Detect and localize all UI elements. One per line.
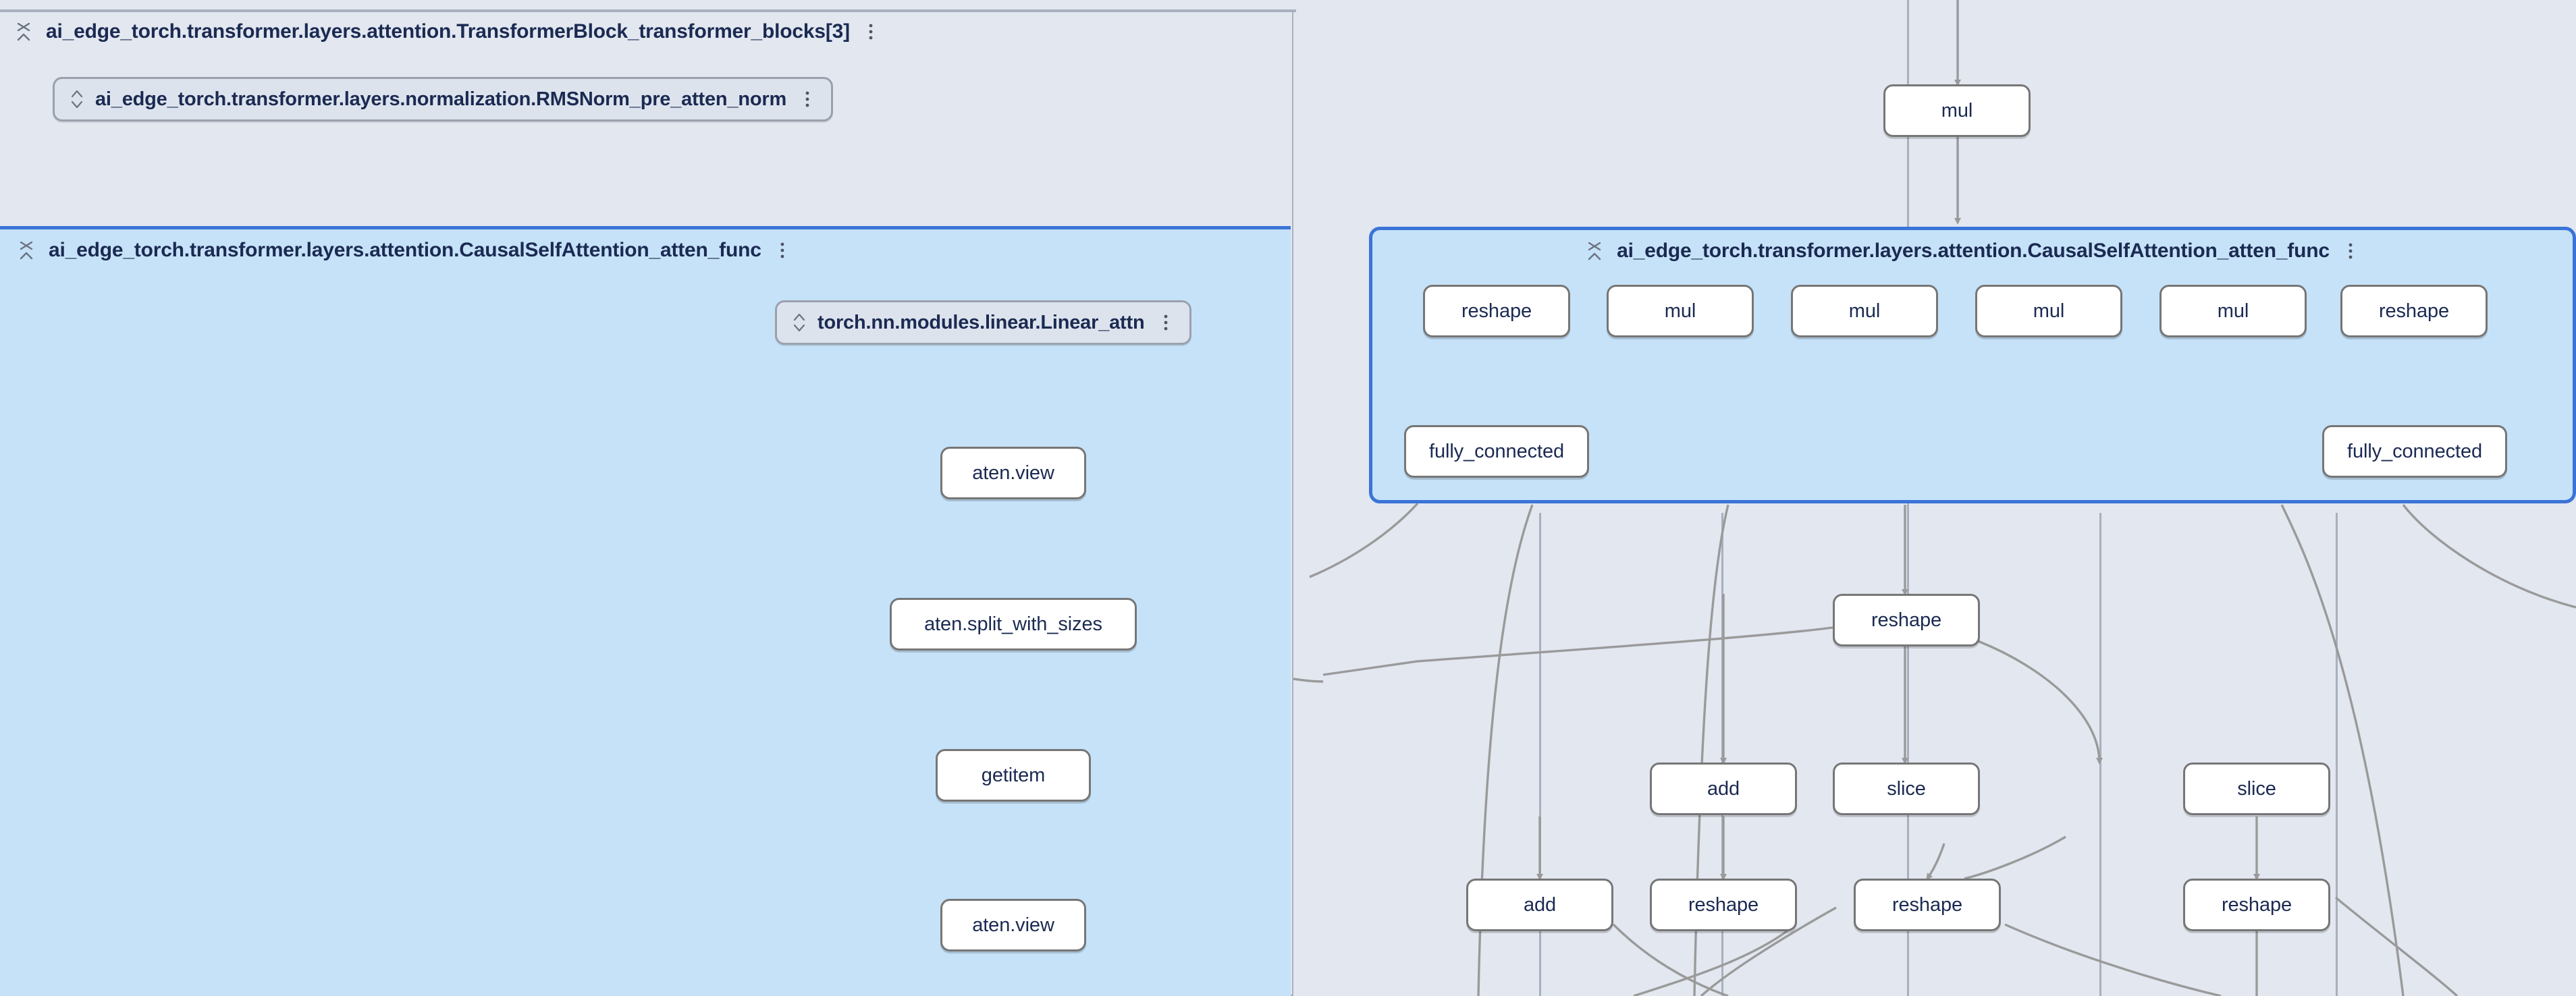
node-label: slice <box>1887 777 1926 800</box>
node-reshape-b3[interactable]: reshape <box>1854 879 2001 931</box>
node-mul-r3[interactable]: mul <box>1975 285 2122 337</box>
node-reshape-r2[interactable]: reshape <box>2340 285 2488 337</box>
group-causal-self-attention-right-header[interactable]: ai_edge_torch.transformer.layers.attenti… <box>1372 230 2573 272</box>
canvas-top-divider <box>0 9 1296 12</box>
pill-rmsnorm-label: ai_edge_torch.transformer.layers.normali… <box>95 88 787 110</box>
node-label: add <box>1707 777 1740 800</box>
node-label: reshape <box>1688 893 1759 916</box>
pill-linear-attn[interactable]: torch.nn.modules.linear.Linear_attn <box>775 300 1191 345</box>
node-fully-connected-left[interactable]: fully_connected <box>1404 425 1589 478</box>
group-transformer-block-header[interactable]: ai_edge_torch.transformer.layers.attenti… <box>0 11 1292 53</box>
column-guide <box>1539 513 1541 996</box>
node-getitem[interactable]: getitem <box>936 749 1091 802</box>
node-slice-b2[interactable]: slice <box>2183 763 2330 815</box>
node-reshape-b4[interactable]: reshape <box>2183 879 2330 931</box>
node-label: slice <box>2237 777 2276 800</box>
node-label: mul <box>1941 99 1973 121</box>
expand-collapse-icon[interactable] <box>1586 240 1603 262</box>
node-label: mul <box>1848 300 1881 322</box>
node-label: reshape <box>1871 609 1942 631</box>
more-options-icon[interactable] <box>774 239 791 262</box>
pill-linear-attn-label: torch.nn.modules.linear.Linear_attn <box>817 311 1145 333</box>
node-label: aten.view <box>972 914 1054 936</box>
node-label: mul <box>1664 300 1696 322</box>
node-label: reshape <box>1891 893 1963 916</box>
more-options-icon[interactable] <box>2342 240 2359 262</box>
node-fully-connected-right[interactable]: fully_connected <box>2322 425 2507 478</box>
node-label: fully_connected <box>2346 440 2483 462</box>
pill-rmsnorm-pre-atten-norm[interactable]: ai_edge_torch.transformer.layers.normali… <box>53 77 834 121</box>
node-label: add <box>1523 893 1557 916</box>
node-reshape-b1[interactable]: reshape <box>1833 594 1980 646</box>
node-aten-view-2[interactable]: aten.view <box>940 899 1086 951</box>
node-label: mul <box>2033 300 2065 322</box>
expand-chevrons-icon[interactable] <box>792 310 807 335</box>
more-options-icon[interactable] <box>799 88 816 111</box>
group-transformer-block-title: ai_edge_torch.transformer.layers.attenti… <box>46 20 850 43</box>
node-label: getitem <box>981 764 1046 786</box>
expand-collapse-icon[interactable] <box>18 239 35 262</box>
node-mul-top[interactable]: mul <box>1883 84 2031 137</box>
group-causal-self-attention-left-title: ai_edge_torch.transformer.layers.attenti… <box>49 239 761 261</box>
node-slice-b1[interactable]: slice <box>1833 763 1980 815</box>
expand-collapse-icon[interactable] <box>15 20 32 43</box>
node-mul-r2[interactable]: mul <box>1791 285 1938 337</box>
node-label: aten.split_with_sizes <box>924 613 1102 635</box>
node-mul-r4[interactable]: mul <box>2159 285 2307 337</box>
group-causal-self-attention-left-header[interactable]: ai_edge_torch.transformer.layers.attenti… <box>0 229 1291 271</box>
node-add-b2[interactable]: add <box>1466 879 1613 931</box>
expand-chevrons-icon[interactable] <box>70 87 84 111</box>
more-options-icon[interactable] <box>1157 311 1175 334</box>
node-reshape-r1[interactable]: reshape <box>1423 285 1570 337</box>
node-add-b1[interactable]: add <box>1650 763 1797 815</box>
node-label: reshape <box>2221 893 2292 916</box>
group-causal-self-attention-right-title: ai_edge_torch.transformer.layers.attenti… <box>1617 240 2330 262</box>
node-label: aten.view <box>972 462 1054 484</box>
node-label: reshape <box>1461 300 1532 322</box>
node-aten-split-with-sizes[interactable]: aten.split_with_sizes <box>890 598 1137 651</box>
node-label: fully_connected <box>1428 440 1565 462</box>
node-aten-view-1[interactable]: aten.view <box>940 447 1086 499</box>
more-options-icon[interactable] <box>862 20 880 43</box>
node-reshape-b2[interactable]: reshape <box>1650 879 1797 931</box>
node-label: reshape <box>2378 300 2450 322</box>
node-label: mul <box>2217 300 2249 322</box>
node-mul-r1[interactable]: mul <box>1607 285 1754 337</box>
